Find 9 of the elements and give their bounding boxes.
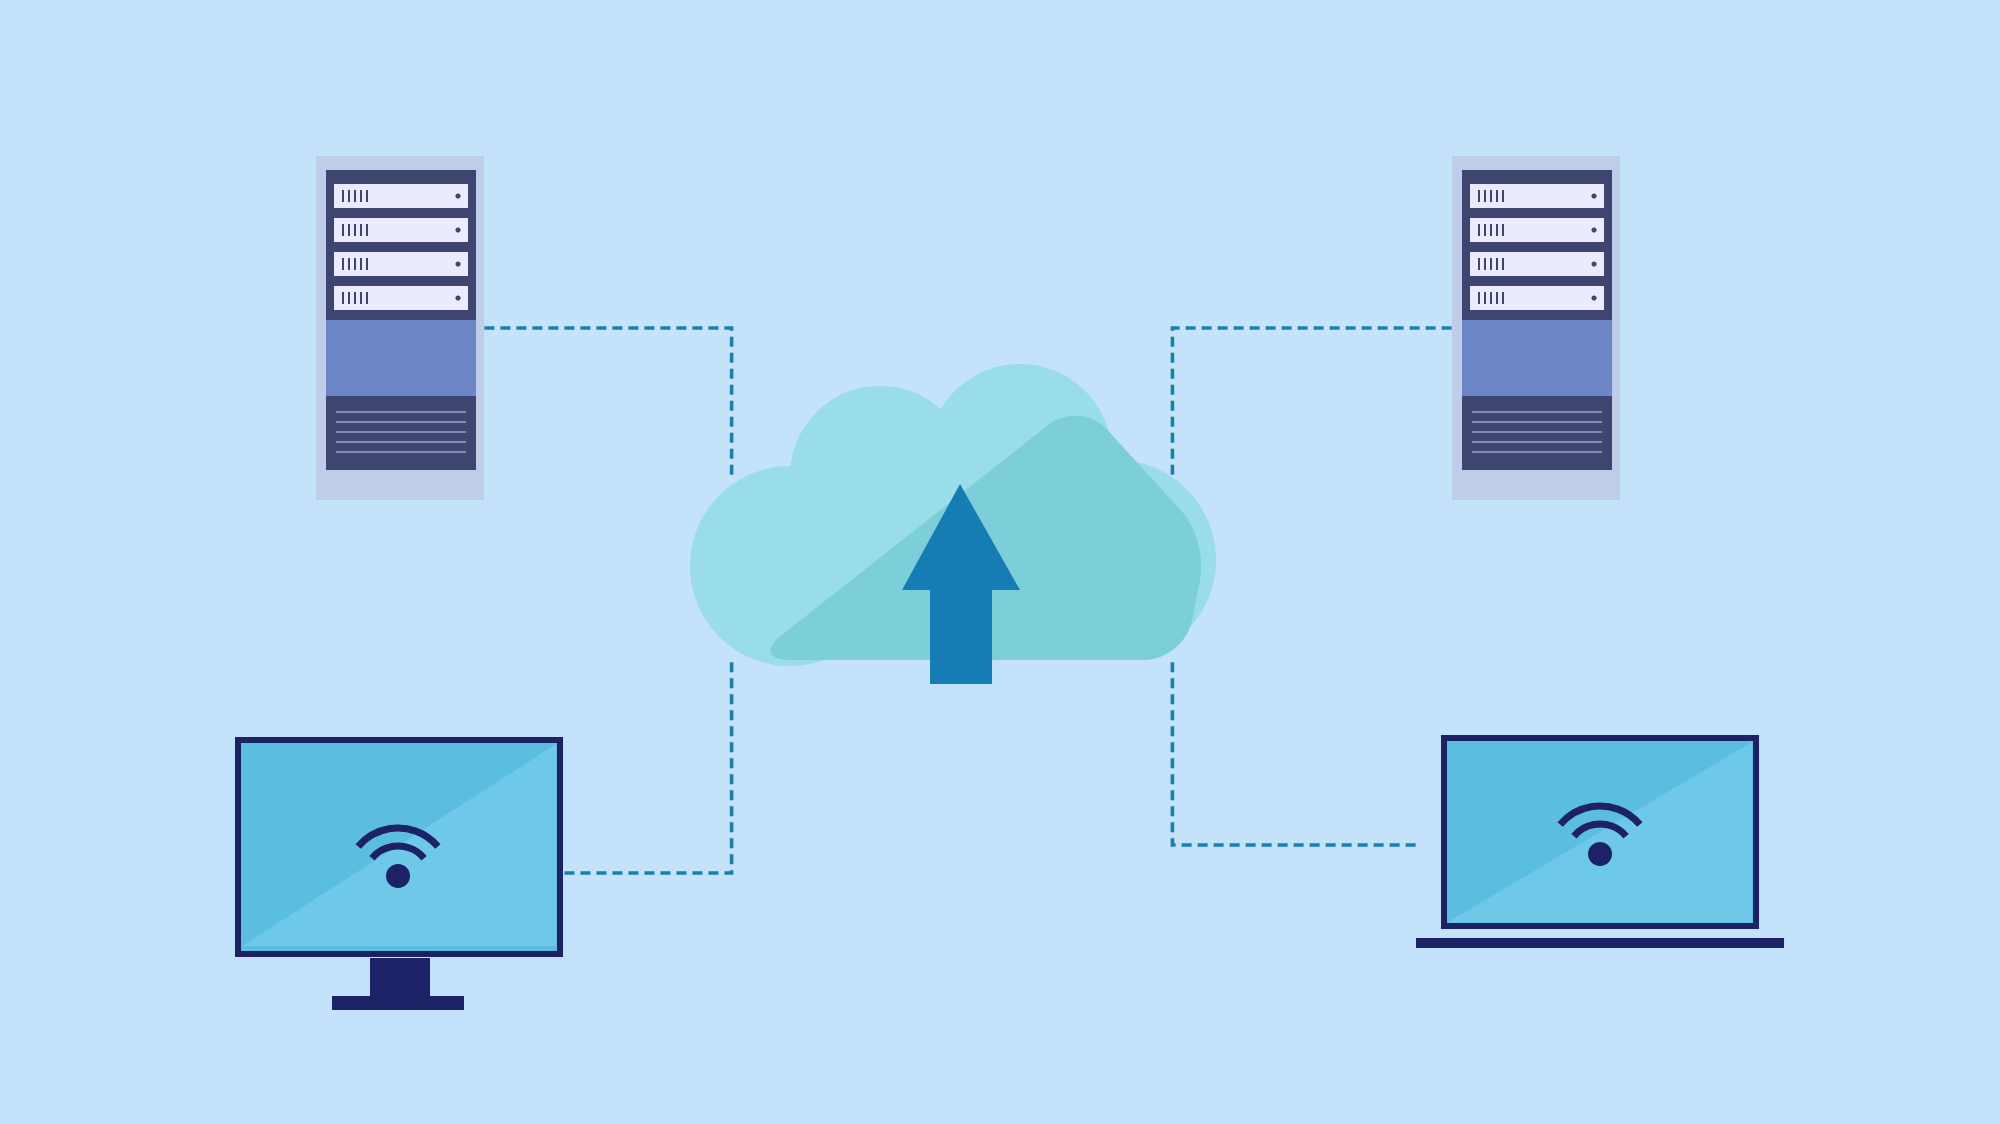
connector-line bbox=[564, 660, 734, 875]
monitor-drawing bbox=[235, 737, 563, 1010]
laptop-drawing bbox=[1416, 735, 1785, 948]
connector-line bbox=[1170, 326, 1452, 481]
server-drawing bbox=[316, 156, 484, 500]
server-drawing bbox=[1452, 156, 1621, 500]
cloud-drawing bbox=[690, 364, 1216, 684]
connector-line bbox=[1170, 660, 1416, 847]
connector-line bbox=[484, 326, 734, 481]
